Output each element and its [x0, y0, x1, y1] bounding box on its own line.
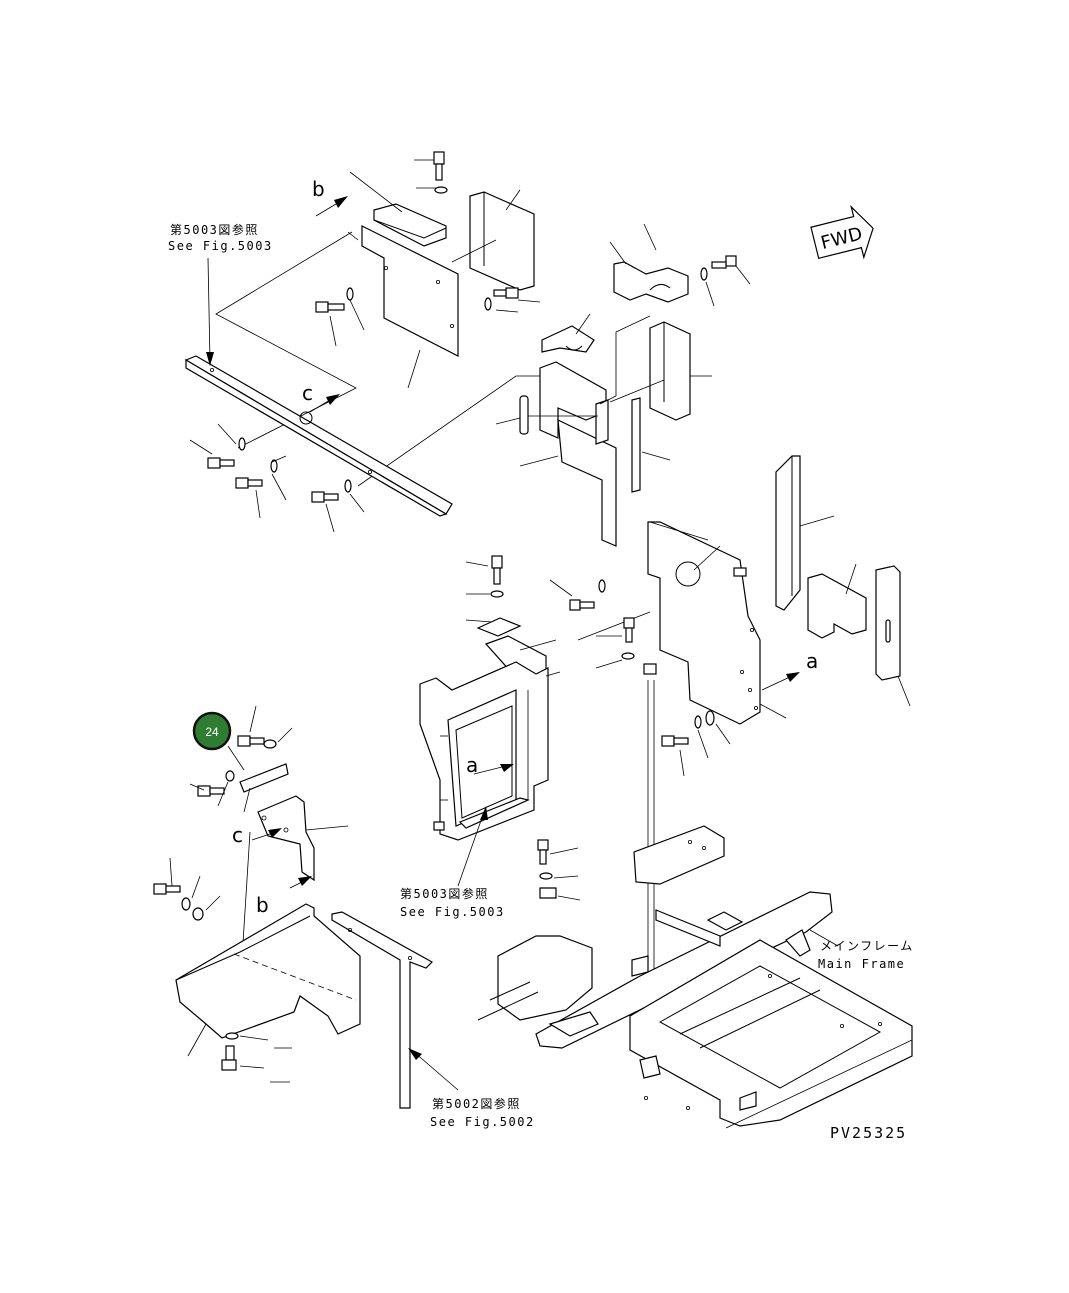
main-frame-label-jp: メインフレーム	[820, 939, 914, 953]
reference-label-en-top: See Fig.5003	[168, 239, 273, 253]
reference-label-jp-center: 第5003図参照	[400, 886, 489, 901]
marker-c-bottom: c	[232, 823, 243, 847]
marker-a-frame: a	[466, 753, 478, 777]
reference-label-en-bottom: See Fig.5002	[430, 1115, 535, 1129]
marker-b-top: b	[312, 177, 325, 201]
marker-b-bottom: b	[256, 893, 269, 917]
marker-a-right: a	[806, 649, 818, 673]
main-frame	[477, 825, 913, 1129]
reference-label-en-center: See Fig.5003	[400, 905, 505, 919]
drawing-number: PV25325	[830, 1124, 907, 1142]
reference-label-jp-bottom: 第5002図参照	[432, 1096, 521, 1111]
top-cover-assembly	[184, 151, 595, 533]
reference-label-jp-top: 第5003図参照	[170, 222, 259, 237]
center-bracket-assembly	[495, 223, 911, 1050]
main-frame-label-en: Main Frame	[818, 957, 905, 971]
marker-c-top: c	[302, 381, 313, 405]
part-callout-24[interactable]: 24	[192, 711, 245, 771]
lower-left-bracket-assembly	[153, 705, 459, 1109]
callout-number: 24	[205, 725, 219, 739]
fwd-arrow: FWD	[810, 204, 874, 260]
guard-frame-assembly	[419, 555, 561, 887]
